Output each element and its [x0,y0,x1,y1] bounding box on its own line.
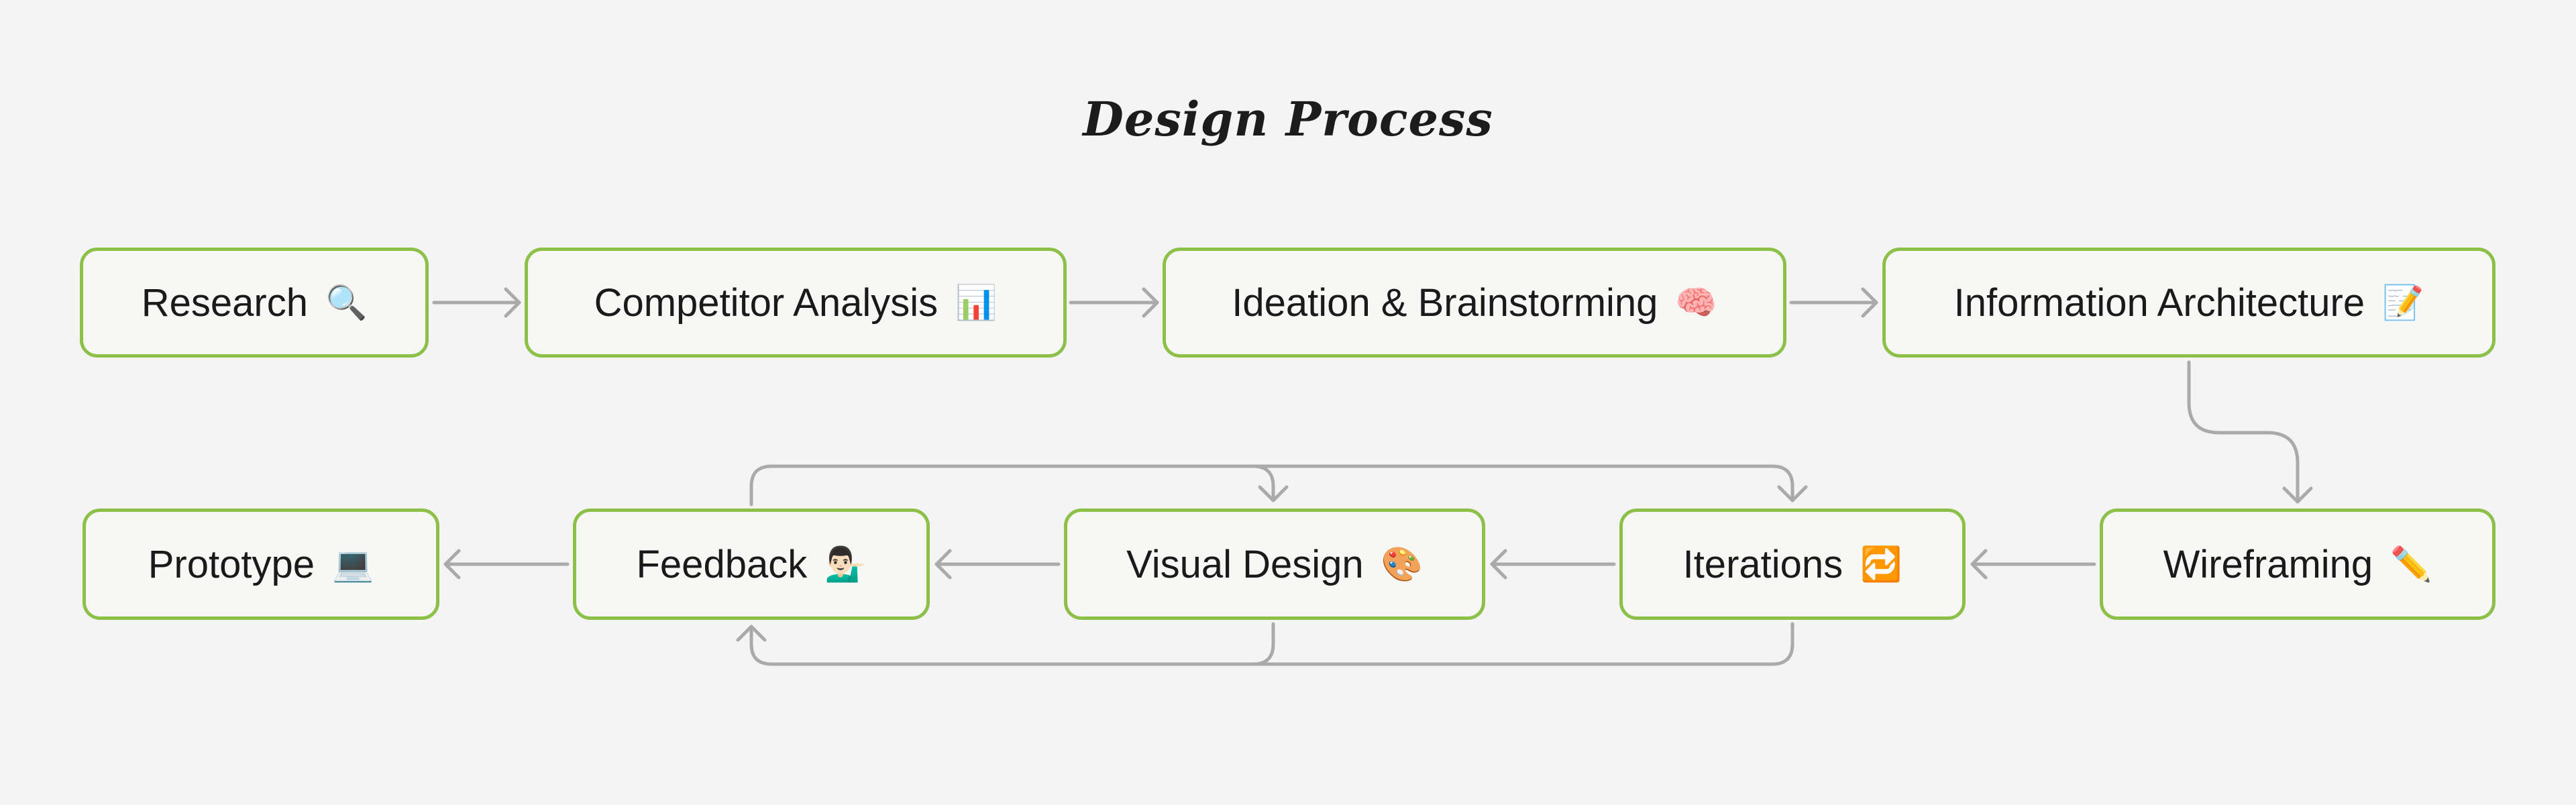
node-research[interactable]: Research 🔍 [80,248,429,358]
node-wireframing[interactable]: Wireframing ✏️ [2100,508,2496,620]
node-visual-design[interactable]: Visual Design 🎨 [1064,508,1485,620]
repeat-icon: 🔁 [1860,545,1902,583]
pencil-icon: ✏️ [2390,545,2432,583]
node-prototype[interactable]: Prototype 💻 [83,508,439,620]
palette-icon: 🎨 [1381,545,1423,583]
person-tipping-hand-icon: 💁🏻‍♂️ [824,545,867,583]
memo-icon: 📝 [2382,284,2424,321]
edge-feedback-to-visual-loop [749,464,1289,506]
edge-feedback-to-prototype [443,549,570,580]
node-information-architecture[interactable]: Information Architecture 📝 [1882,248,2496,358]
edge-competitor-to-ideation [1069,287,1159,318]
node-label: Research [141,280,308,325]
edge-research-to-competitor [432,287,521,318]
edge-visual-to-feedback-loop [736,622,1275,666]
node-feedback[interactable]: Feedback 💁🏻‍♂️ [573,508,930,620]
edge-info-to-wireframing [2187,360,2313,504]
node-label: Information Architecture [1953,280,2365,325]
brain-icon: 🧠 [1675,284,1717,321]
laptop-icon: 💻 [332,545,374,583]
bar-chart-icon: 📊 [955,284,998,321]
node-label: Prototype [148,542,315,586]
diagram-title: Design Process [1083,91,1493,147]
edge-iterations-to-feedback-loop [1251,622,1794,666]
node-label: Visual Design [1126,542,1364,586]
edge-wireframing-to-iterations [1970,549,2096,580]
node-label: Feedback [636,542,808,586]
edge-feedback-to-iterations-loop [1251,464,1808,502]
node-ideation-brainstorming[interactable]: Ideation & Brainstorming 🧠 [1163,248,1786,358]
node-competitor-analysis[interactable]: Competitor Analysis 📊 [525,248,1067,358]
node-iterations[interactable]: Iterations 🔁 [1619,508,1966,620]
magnifier-icon: 🔍 [325,284,368,321]
node-label: Competitor Analysis [594,280,938,325]
node-label: Iterations [1682,542,1843,586]
edge-visual-to-feedback [934,549,1061,580]
edge-ideation-to-info [1789,287,1878,318]
edge-iterations-to-visual [1490,549,1616,580]
node-label: Wireframing [2163,542,2373,586]
node-label: Ideation & Brainstorming [1232,280,1658,325]
